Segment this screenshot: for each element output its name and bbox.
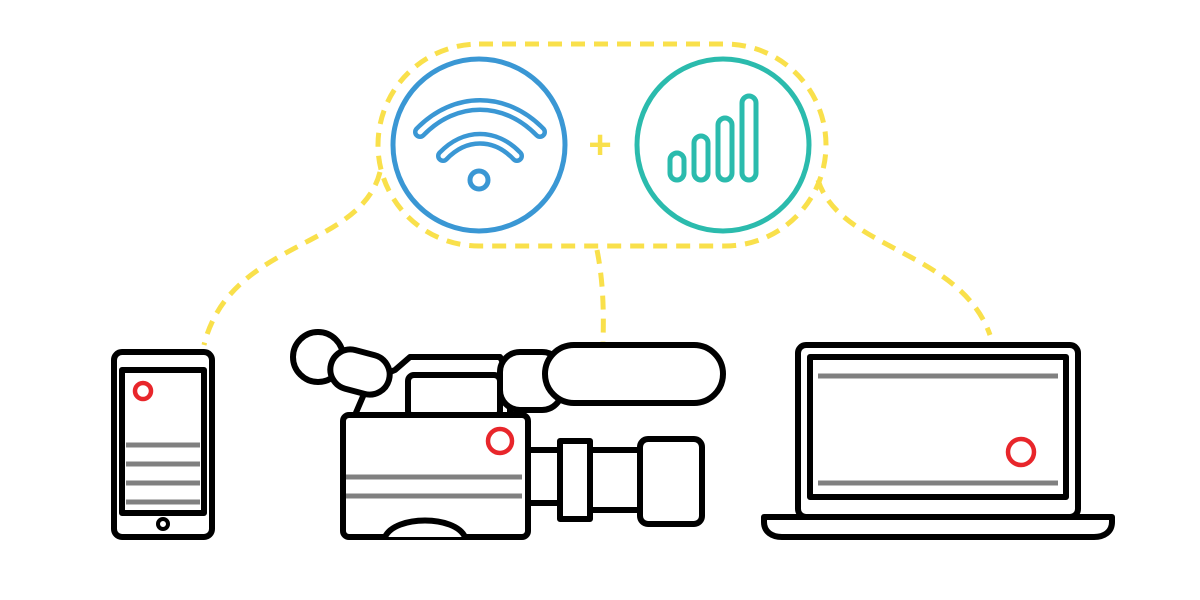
plus-symbol: +: [588, 123, 611, 167]
connection-lines: [201, 41, 993, 346]
wifi-icon: [390, 56, 568, 234]
smartphone-icon: [111, 349, 215, 540]
cellular-signal-icon: [634, 56, 812, 234]
laptop-icon: [761, 342, 1115, 540]
connection-line-phone: [201, 171, 383, 346]
connection-line-laptop: [815, 179, 993, 336]
video-camera-icon: [290, 329, 726, 540]
connection-line-camera: [594, 249, 606, 343]
network-group-outline: [375, 41, 829, 249]
